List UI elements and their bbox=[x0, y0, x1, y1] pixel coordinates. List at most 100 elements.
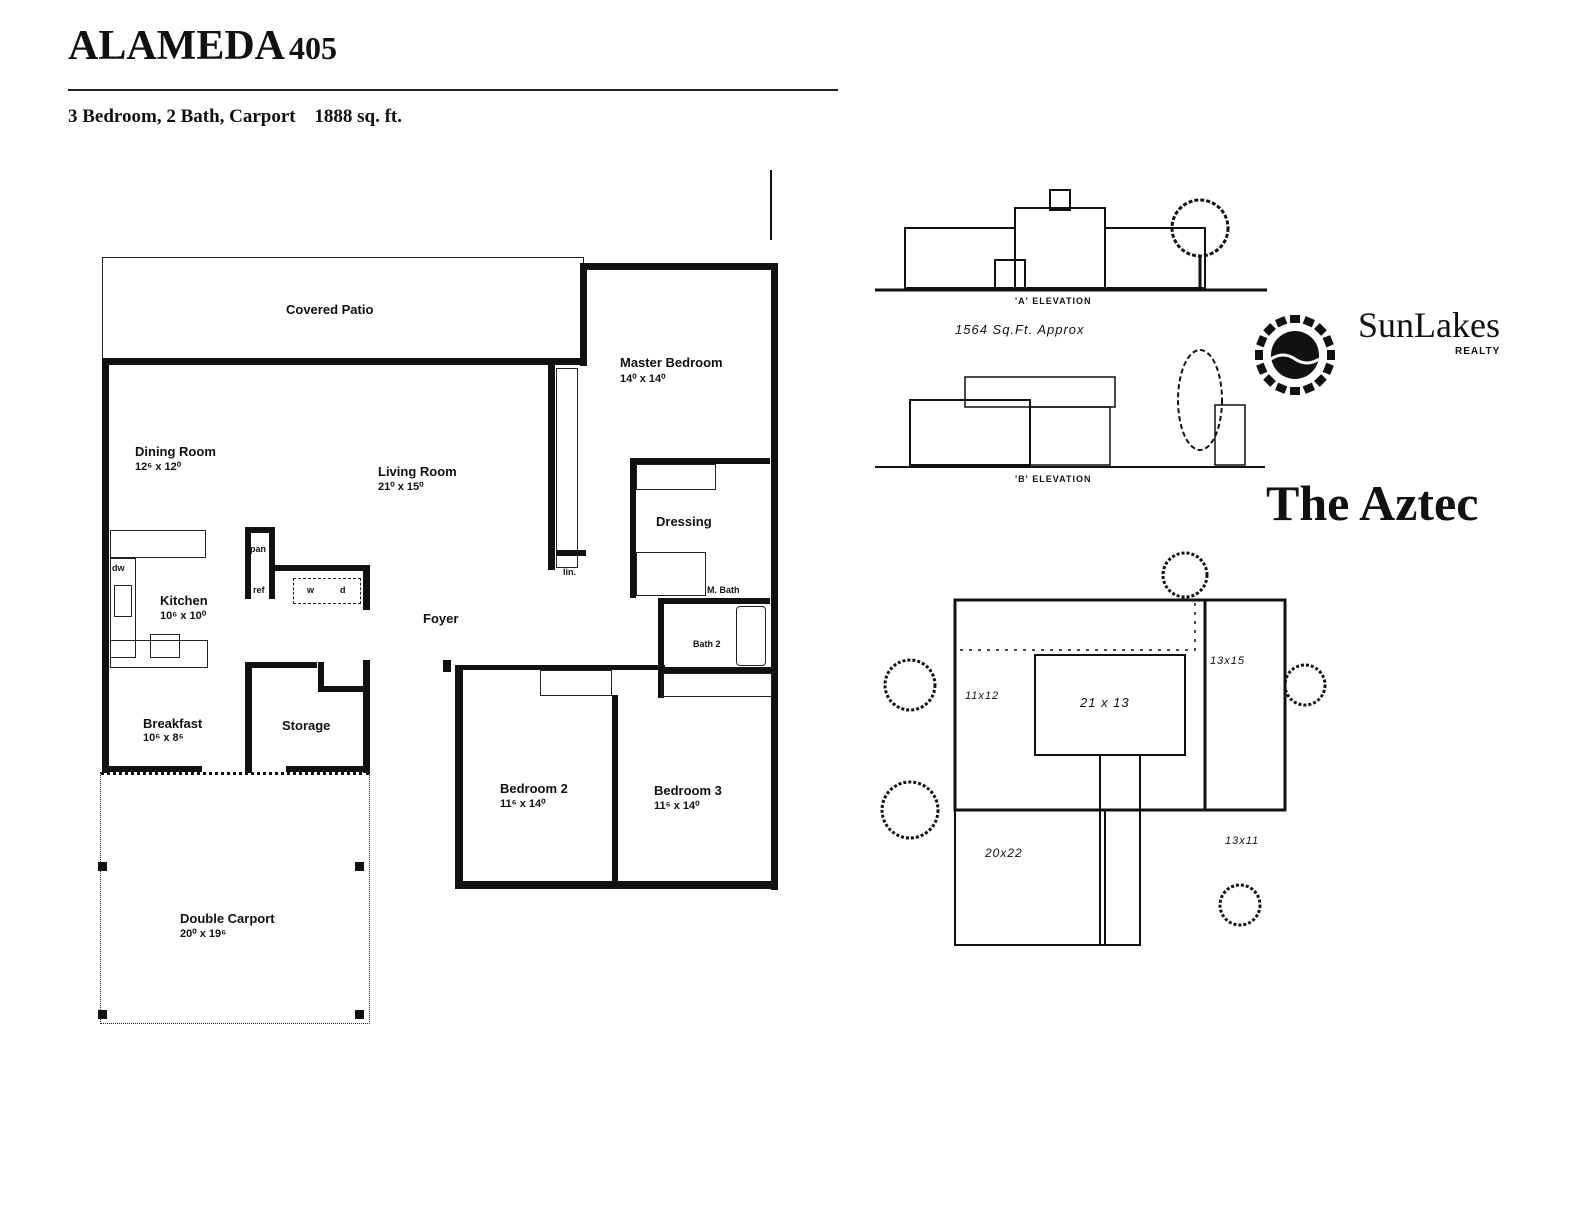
title-rule bbox=[68, 89, 838, 91]
wall bbox=[443, 660, 451, 672]
aztec-garage-size: 20x22 bbox=[985, 846, 1023, 860]
wall bbox=[580, 263, 778, 270]
wall bbox=[630, 458, 770, 464]
aztec-room-4-size: 13x11 bbox=[1225, 835, 1260, 847]
bedroom-3-size: 11⁶ x 14⁰ bbox=[654, 800, 700, 812]
subtitle: 3 Bedroom, 2 Bath, Carport 1888 sq. ft. bbox=[68, 106, 402, 128]
wall bbox=[556, 550, 586, 556]
logo-ray bbox=[1263, 374, 1276, 387]
carport-post bbox=[98, 1010, 107, 1019]
living-room-label: Living Room bbox=[378, 464, 457, 479]
kitchen-counter bbox=[110, 530, 206, 558]
carport-post bbox=[355, 1010, 364, 1019]
carport-post bbox=[98, 862, 107, 871]
double-carport-size: 20⁰ x 19⁶ bbox=[180, 928, 227, 940]
logo-ray bbox=[1302, 316, 1315, 328]
carport-outline bbox=[100, 772, 370, 1024]
dining-room-label: Dining Room bbox=[135, 444, 216, 459]
kitchen-label: Kitchen bbox=[160, 593, 208, 608]
wall bbox=[658, 598, 770, 604]
logo-ray bbox=[1302, 382, 1315, 394]
wall bbox=[102, 358, 109, 773]
wall bbox=[612, 695, 618, 885]
logo-ray bbox=[1275, 382, 1288, 394]
elevation-a-drawing bbox=[875, 189, 1267, 292]
wall bbox=[102, 358, 586, 365]
washer-label: w bbox=[307, 585, 315, 595]
dressing-counter bbox=[636, 464, 716, 490]
wall bbox=[363, 565, 370, 610]
model-name: ALAMEDA bbox=[68, 23, 285, 69]
bath-2-label: Bath 2 bbox=[693, 639, 721, 649]
logo-ray bbox=[1255, 350, 1263, 360]
covered-patio-label: Covered Patio bbox=[286, 302, 374, 317]
wall bbox=[363, 660, 370, 773]
brand-subtitle: REALTY bbox=[1455, 346, 1501, 357]
aztec-model-name: The Aztec bbox=[1266, 475, 1479, 531]
model-number: 405 bbox=[289, 30, 337, 66]
wall bbox=[771, 263, 778, 890]
double-carport-label: Double Carport bbox=[180, 911, 275, 926]
wall bbox=[286, 766, 370, 772]
storage-label: Storage bbox=[282, 718, 331, 733]
washer-dryer-box bbox=[293, 578, 361, 604]
refrigerator-label: ref bbox=[253, 585, 265, 595]
closet bbox=[556, 368, 578, 568]
logo-ray bbox=[1275, 316, 1288, 328]
wall bbox=[102, 766, 202, 772]
sink bbox=[114, 585, 132, 617]
pantry-label: pan bbox=[250, 544, 267, 554]
kitchen-counter bbox=[110, 640, 208, 668]
logo-ray bbox=[1256, 362, 1268, 375]
logo-ray bbox=[1322, 335, 1334, 348]
wall bbox=[580, 263, 587, 366]
wall bbox=[318, 686, 366, 692]
aztec-floor-plan bbox=[880, 551, 1327, 946]
logo-ray bbox=[1290, 315, 1300, 323]
aztec-room-2-size: 21 x 13 bbox=[1080, 695, 1130, 710]
wall bbox=[318, 662, 324, 692]
dryer-label: d bbox=[340, 585, 346, 595]
breakfast-size: 10⁶ x 8⁶ bbox=[143, 732, 184, 744]
foyer-label: Foyer bbox=[423, 611, 459, 626]
linen-label: lin. bbox=[563, 567, 576, 577]
logo-ray bbox=[1314, 323, 1327, 336]
kitchen-counter bbox=[110, 558, 136, 658]
dishwasher-label: dw bbox=[112, 563, 125, 573]
logo-ray bbox=[1327, 350, 1335, 360]
wall bbox=[455, 667, 463, 889]
living-room-size: 21⁰ x 15⁰ bbox=[378, 481, 424, 493]
wall bbox=[658, 667, 771, 673]
wall bbox=[658, 598, 664, 698]
page-title: ALAMEDA 405 bbox=[68, 22, 337, 70]
subtitle-text: 3 Bedroom, 2 Bath, Carport bbox=[68, 106, 296, 127]
elevation-b-drawing bbox=[875, 349, 1265, 468]
wall bbox=[455, 665, 665, 670]
range bbox=[150, 634, 180, 658]
logo-ray bbox=[1263, 323, 1276, 336]
wall bbox=[275, 565, 370, 571]
bathtub bbox=[736, 606, 766, 666]
logo-ray bbox=[1256, 335, 1268, 348]
wall bbox=[245, 527, 251, 599]
wall bbox=[245, 662, 317, 668]
wall bbox=[548, 365, 555, 570]
master-bedroom-label: Master Bedroom bbox=[620, 355, 723, 370]
aztec-room-3-size: 13x15 bbox=[1210, 655, 1245, 667]
wall bbox=[455, 881, 778, 889]
wall bbox=[245, 665, 252, 773]
closet bbox=[540, 670, 612, 696]
brand-name: SunLakes bbox=[1358, 305, 1500, 345]
closet bbox=[662, 673, 772, 697]
logo-ray bbox=[1290, 387, 1300, 395]
shower bbox=[636, 552, 706, 596]
carport-post bbox=[355, 862, 364, 871]
sunlakes-logo-icon bbox=[1255, 315, 1335, 395]
elevation-a-label: 'A' ELEVATION bbox=[1015, 296, 1092, 306]
area-text: 1888 sq. ft. bbox=[314, 106, 403, 127]
breakfast-label: Breakfast bbox=[143, 716, 203, 731]
wall bbox=[245, 527, 275, 533]
dressing-label: Dressing bbox=[656, 514, 712, 529]
dining-room-size: 12⁶ x 12⁰ bbox=[135, 461, 182, 473]
bedroom-2-label: Bedroom 2 bbox=[500, 781, 568, 796]
